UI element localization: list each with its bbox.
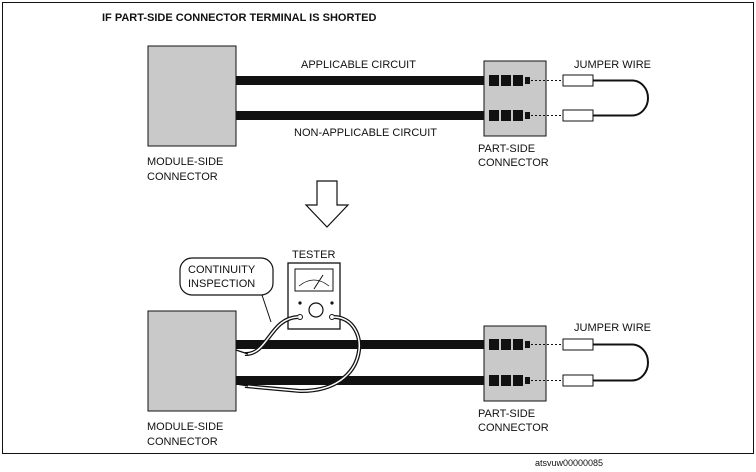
tester-label: TESTER xyxy=(292,249,335,261)
terminal-pin xyxy=(489,110,499,121)
continuity-inspection-label-line2: INSPECTION xyxy=(188,278,255,290)
jumper-wire-loop-top xyxy=(593,79,649,117)
terminal-pin xyxy=(489,75,499,86)
module-side-connector-top xyxy=(147,45,237,147)
module-side-connector-label-line1-top: MODULE-SIDE xyxy=(147,156,223,168)
jumper-wire-label-bottom: JUMPER WIRE xyxy=(574,322,651,334)
continuity-inspection-callout xyxy=(179,257,274,296)
non-applicable-circuit-wire-bottom xyxy=(236,376,489,385)
part-side-connector-label-line2-bottom: CONNECTOR xyxy=(478,422,549,434)
terminal-pin xyxy=(501,339,511,350)
part-side-connector-label-line1-bottom: PART-SIDE xyxy=(478,408,535,420)
diagram-title: IF PART-SIDE CONNECTOR TERMINAL IS SHORT… xyxy=(102,12,376,24)
tester-lead-right-core xyxy=(244,316,360,392)
figure-code: atsvuw00000085 xyxy=(535,458,603,468)
part-side-connector-label-line1-top: PART-SIDE xyxy=(478,143,535,155)
applicable-circuit-wire-bottom xyxy=(236,340,489,349)
module-side-connector-bottom xyxy=(147,310,237,412)
jumper-probe-bottom xyxy=(562,374,594,387)
tester-meter-icon xyxy=(287,262,341,330)
continuity-inspection-label-line1: CONTINUITY xyxy=(188,264,256,276)
terminal-pin xyxy=(489,375,499,386)
terminal-pin xyxy=(525,77,530,84)
callout-pointer xyxy=(261,294,272,323)
terminal-pin xyxy=(501,75,511,86)
jumper-wire-label-top: JUMPER WIRE xyxy=(574,59,651,71)
terminal-pin xyxy=(513,75,523,86)
part-side-connector-label-line2-top: CONNECTOR xyxy=(478,157,549,169)
module-side-connector-label-line2-bottom: CONNECTOR xyxy=(147,436,218,448)
terminal-pin xyxy=(489,339,499,350)
terminal-pin xyxy=(513,375,523,386)
terminal-pin xyxy=(513,339,523,350)
diagram-frame xyxy=(2,2,754,454)
down-arrow-icon xyxy=(304,180,350,228)
non-applicable-circuit-label: NON-APPLICABLE CIRCUIT xyxy=(294,127,437,139)
top-diagram: MODULE-SIDE CONNECTOR APPLICABLE CIRCUIT… xyxy=(147,45,651,183)
module-side-connector-label-line1-bottom: MODULE-SIDE xyxy=(147,421,223,433)
terminal-pin xyxy=(525,377,530,384)
applicable-circuit-label: APPLICABLE CIRCUIT xyxy=(301,59,416,71)
terminal-pin xyxy=(525,341,530,348)
part-side-connector-bottom xyxy=(483,325,547,402)
terminal-pin xyxy=(525,112,530,119)
applicable-circuit-wire-top xyxy=(236,76,489,85)
probe-tip xyxy=(235,383,249,387)
jumper-wire-loop-bottom xyxy=(593,343,649,382)
terminal-pin xyxy=(501,375,511,386)
bottom-diagram: MODULE-SIDE CONNECTOR PART-SIDE CONNECTO… xyxy=(147,249,651,448)
module-side-connector-label-line2-top: CONNECTOR xyxy=(147,171,218,183)
jumper-probe-top xyxy=(562,338,594,351)
terminal-pin xyxy=(501,110,511,121)
probe-tip xyxy=(235,349,249,355)
jumper-probe-bottom xyxy=(562,109,594,122)
jumper-probe-top xyxy=(562,74,594,87)
tester-lead-left-core xyxy=(244,316,299,355)
terminal-pin xyxy=(513,110,523,121)
part-side-connector-top xyxy=(483,60,547,137)
non-applicable-circuit-wire-top xyxy=(236,111,489,120)
